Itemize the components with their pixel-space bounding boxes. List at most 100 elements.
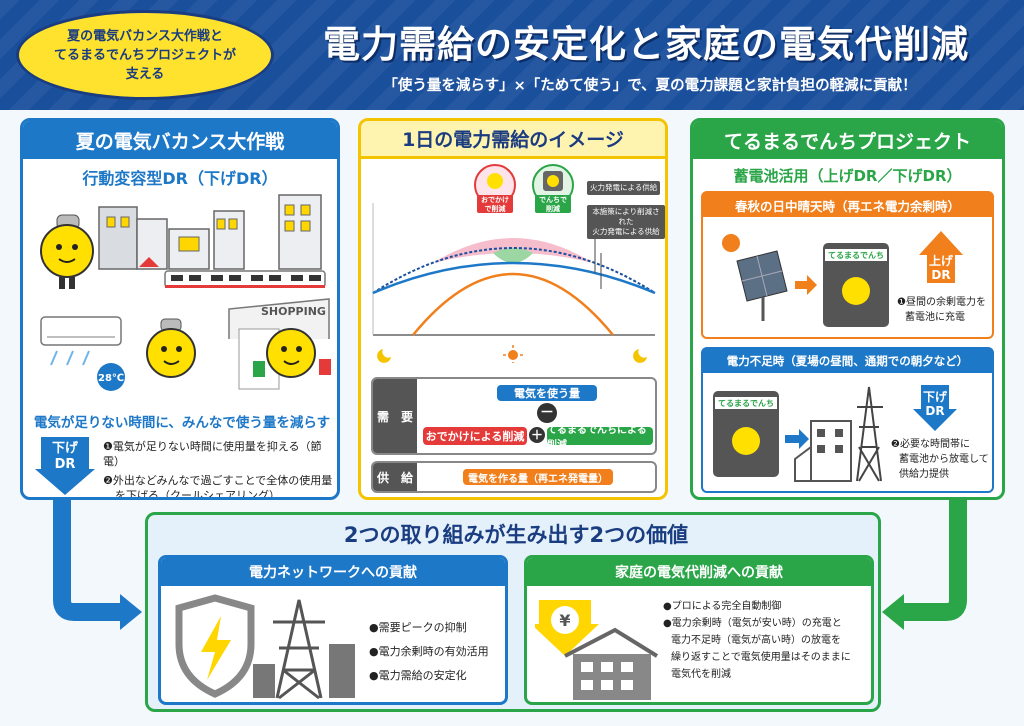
down-dr-r-label-1: 下げ	[923, 389, 948, 404]
daily-panel-title: 1日の電力需給のイメージ	[361, 121, 665, 159]
tag-thermal-supply: 火力発電による供給	[587, 181, 661, 195]
minus-icon: －	[537, 403, 557, 423]
vacation-item-3: を下げる（クールシェアリング）	[115, 489, 280, 500]
shopping-mall-icon: SHOPPING	[228, 298, 331, 390]
down-dr-label-2: DR	[54, 457, 76, 472]
plus-icon: ＋	[529, 427, 545, 443]
two-values-panel: 2つの取り組みが生み出す2つの価値 電力ネットワークへの貢献 ●需要ピークの抑制…	[145, 512, 881, 712]
surplus-item-line-1: ❶昼間の余剰電力を	[897, 295, 986, 308]
supply-box: 供 給 電気を作る量（再エネ発電量）	[371, 461, 657, 493]
up-dr-arrow	[919, 231, 963, 283]
vacation-campaign-panel: 夏の電気バカンス大作戦 行動変容型DR（下げDR）	[20, 118, 340, 500]
battery-label: てるまるでんち	[828, 251, 884, 260]
terumaru-battery-panel: てるまるでんちプロジェクト 蓄電池活用（上げDR／下げDR） 春秋の日中晴天時（…	[690, 118, 1005, 500]
arrow-right-icon	[795, 275, 817, 295]
supply-label: 供 給	[373, 463, 417, 491]
household-value-5: 電気代を削減	[671, 669, 731, 680]
vacation-caption: 電気が足りない時間に、みんなで使う量を減らす	[33, 415, 331, 431]
down-dr-arrow-right	[913, 385, 957, 431]
battery-icon	[823, 243, 889, 327]
battery-panel-title: てるまるでんちプロジェクト	[693, 121, 1002, 159]
building-icon	[253, 644, 355, 698]
down-dr-label-1: 下げ	[51, 441, 78, 456]
network-value-2: ●電力余剰時の有効活用	[369, 645, 489, 658]
two-values-title: 2つの取り組みが生み出す2つの価値	[343, 523, 689, 547]
lightning-shield-icon	[175, 594, 255, 698]
reduce-outing-pill: おでかけによる削減	[423, 427, 527, 445]
household-card-title: 家庭の電気代削減への貢献	[527, 558, 871, 586]
moon-icon	[633, 349, 647, 363]
power-tower-icon	[856, 386, 883, 482]
network-value-3: ●電力需給の安定化	[369, 669, 467, 682]
household-savings-card: 家庭の電気代削減への貢献 ¥ ●プロによる完全自動制御 ●電力余剰時（電気が安い…	[524, 555, 874, 705]
shortage-section-title: 電力不足時（夏場の昼間、通期での朝夕など）	[703, 349, 992, 373]
battery-panel-subtitle: 蓄電池活用（上げDR／下げDR）	[733, 167, 962, 185]
tag-reduced-line-1: 本施策により削減された	[592, 207, 660, 226]
household-value-1: ●プロによる完全自動制御	[663, 601, 782, 612]
reduce-battery-pill: てるまるでんちによる削減	[547, 425, 653, 451]
shortage-item-line-2: 蓄電池から放電して	[899, 452, 989, 465]
bubble-green-line-2: 削減	[546, 204, 560, 213]
up-dr-label-1: 上げ	[929, 253, 954, 268]
yen-symbol: ¥	[559, 611, 570, 630]
vacation-illustration: 28℃ SHOPPING	[40, 194, 331, 391]
demand-box: 需 要 電気を使う量 － おでかけによる削減 ＋ てるまるでんちによる削減	[371, 377, 657, 455]
surplus-item-line-2: 蓄電池に充電	[905, 310, 965, 323]
network-value-1: ●需要ピークの抑制	[369, 621, 467, 634]
arrow-right-icon	[785, 429, 809, 449]
sun-icon	[722, 234, 740, 252]
supply-demand-chart: おでかけ で削減 でんちで 削減	[372, 164, 656, 363]
network-contribution-card: 電力ネットワークへの貢献 ●需要ピークの抑制 ●電力余剰時の有効活用 ●電力需給…	[158, 555, 508, 705]
badge-line-2: てるまるでんちプロジェクトが	[53, 47, 236, 63]
down-dr-arrow	[35, 437, 95, 495]
demand-label: 需 要	[373, 379, 417, 453]
header-badge: 夏の電気バカンス大作戦と てるまるでんちプロジェクトが 支える	[16, 10, 274, 100]
household-value-list: ●プロによる完全自動制御 ●電力余剰時（電気が安い時）の充電と 電力不足時（電気…	[663, 598, 871, 683]
vacation-item-2: ❷外出などみんなで過ごすことで全体の使用量	[103, 474, 333, 487]
shopping-sign: SHOPPING	[261, 305, 326, 318]
page-subtitle: 「使う量を減らす」×「ためて使う」で、夏の電力課題と家計負担の軽減に貢献！	[383, 78, 917, 94]
power-tower-icon	[273, 599, 325, 700]
tag-reduced-line-2: 火力発電による供給	[592, 227, 660, 236]
bulb-character-icon	[40, 214, 94, 289]
vacation-panel-title: 夏の電気バカンス大作戦	[23, 121, 337, 159]
sun-icon	[503, 345, 523, 363]
tag-reduced-thermal: 本施策により削減された 火力発電による供給	[587, 205, 665, 239]
daily-supply-demand-panel: 1日の電力需給のイメージ おでかけ で削減 でんちで 削減	[358, 118, 668, 500]
battery-icon	[713, 391, 779, 477]
house-icon	[794, 445, 812, 482]
vacation-item-list: ❶電気が足りない時間に使用量を抑える（節電） ❷外出などみんなで過ごすことで全体…	[103, 439, 337, 500]
surplus-section: 春秋の日中晴天時（再エネ電力余剰時） てるまるでんち 上げ DR ❶昼間の余剰電…	[701, 191, 994, 339]
vacation-panel-subtitle: 行動変容型DR（下げDR）	[82, 169, 278, 188]
household-value-4: 繰り返すことで電気使用量はそのままに	[671, 652, 851, 663]
network-card-title: 電力ネットワークへの貢献	[161, 558, 505, 586]
building-icon	[810, 420, 852, 482]
yen-icon	[535, 600, 599, 656]
bubble-pink-line-2: で削減	[485, 204, 506, 213]
bubble-pink-line-1: おでかけ	[481, 195, 509, 204]
surplus-section-title: 春秋の日中晴天時（再エネ電力余剰時）	[703, 193, 992, 217]
page-title: 電力需給の安定化と家庭の電気代削減	[323, 23, 969, 66]
vacation-item-1: ❶電気が足りない時間に使用量を抑える（節電）	[103, 440, 322, 468]
battery-label-2: てるまるでんち	[718, 399, 774, 408]
connector-arrows	[53, 500, 967, 630]
shortage-section: 電力不足時（夏場の昼間、通期での朝夕など） てるまるでんち 下げ DR	[701, 347, 994, 493]
use-amount-pill: 電気を使う量	[497, 385, 597, 401]
household-value-3: 電力不足時（電気が高い時）の放電を	[671, 635, 841, 646]
shortage-item-line-3: 供給力提供	[899, 467, 949, 480]
badge-line-1: 夏の電気バカンス大作戦と	[67, 28, 223, 44]
badge-line-3: 支える	[125, 66, 165, 82]
air-conditioner-icon: 28℃	[40, 316, 125, 391]
network-value-list: ●需要ピークの抑制 ●電力余剰時の有効活用 ●電力需給の安定化	[369, 616, 505, 688]
bulb-character-icon	[146, 318, 196, 378]
bubble-green-line-1: でんちで	[539, 196, 567, 204]
solar-panel-icon	[736, 250, 788, 321]
train-icon	[164, 270, 326, 288]
make-amount-pill: 電気を作る量（再エネ発電量）	[463, 469, 613, 485]
up-dr-label-2: DR	[931, 268, 950, 282]
down-dr-r-label-2: DR	[925, 404, 944, 418]
moon-icon	[377, 349, 391, 363]
shortage-item-line-1: ❷必要な時間帯に	[891, 437, 970, 450]
household-value-2: ●電力余剰時（電気が安い時）の充電と	[663, 618, 842, 629]
house-icon	[564, 627, 659, 700]
